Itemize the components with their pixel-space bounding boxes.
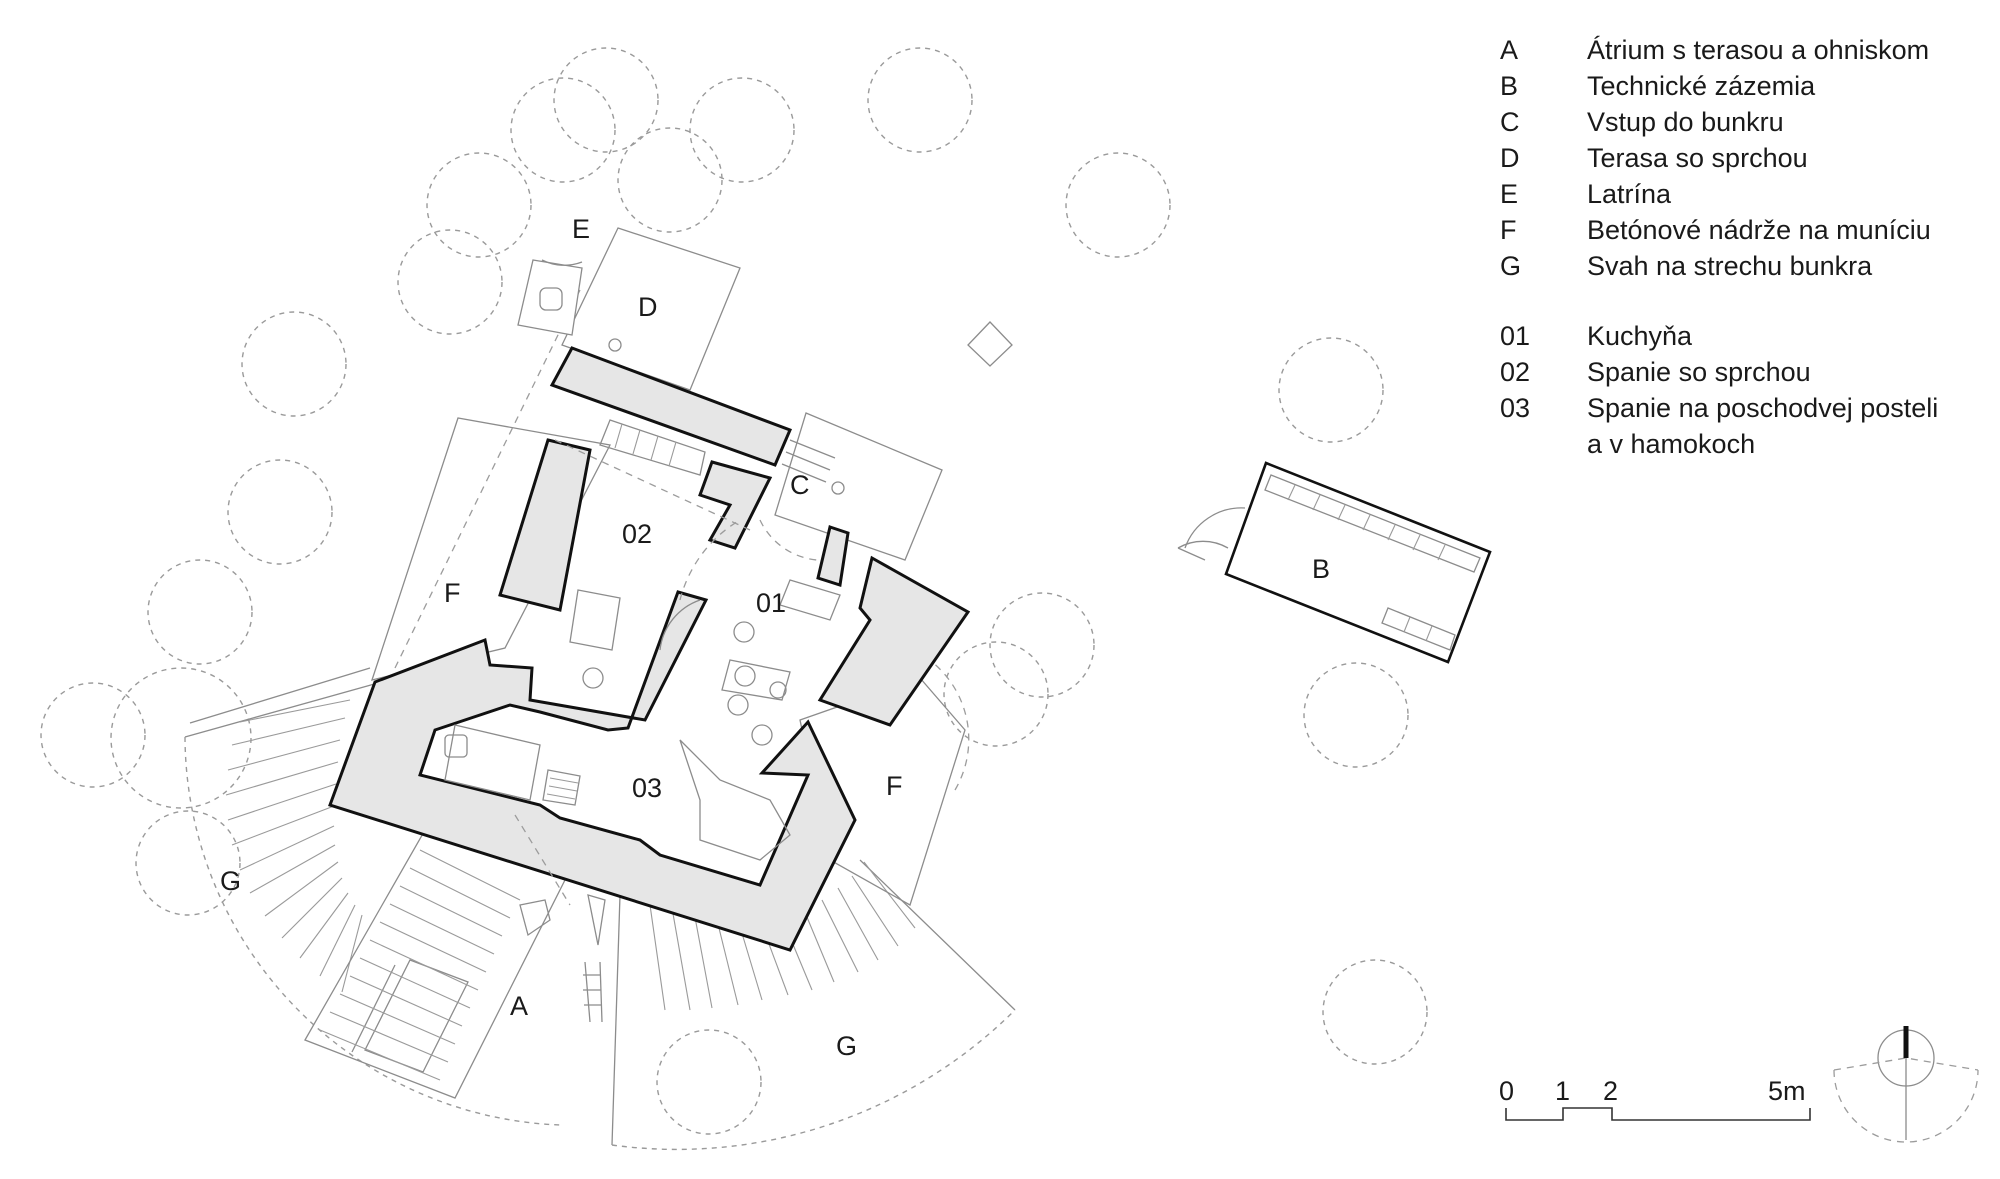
atrium-terrace: [304, 829, 606, 1099]
legend-label: Latrína: [1587, 179, 1672, 209]
legend-label: Átrium s terasou a ohniskom: [1587, 35, 1929, 65]
legend-label: Kuchyňa: [1587, 321, 1693, 351]
zone-label-d: D: [638, 292, 658, 322]
scale-tick-label: 2: [1603, 1076, 1618, 1106]
legend-label: Vstup do bunkru: [1587, 107, 1784, 137]
latrine-e: [517, 259, 583, 336]
slope-g-left: [184, 667, 561, 1126]
room-label-01: 01: [756, 588, 786, 618]
survey-marker: [967, 321, 1013, 367]
tech-building-b: [1177, 461, 1492, 664]
legend-key: F: [1500, 215, 1517, 245]
legend-label-continuation: a v hamokoch: [1587, 429, 1755, 459]
tree-canopies: [40, 47, 1428, 1135]
north-arrow-icon: [1833, 1026, 1979, 1143]
zone-label-f-right: F: [886, 771, 903, 801]
zone-label-a: A: [510, 991, 528, 1021]
bunker-walls: [328, 346, 971, 952]
legend-label: Technické zázemia: [1587, 71, 1816, 101]
scale-tick-label: 1: [1555, 1076, 1570, 1106]
zone-label-f-left: F: [444, 578, 461, 608]
entrance-c: [759, 412, 943, 561]
zone-label-e: E: [572, 214, 590, 244]
legend-key: 02: [1500, 357, 1530, 387]
legend-key: A: [1500, 35, 1518, 65]
legend-key: C: [1500, 107, 1520, 137]
zone-label-g-left: G: [220, 866, 241, 896]
legend-label: Spanie so sprchou: [1587, 357, 1811, 387]
terrace-d: [561, 227, 741, 391]
legend-key: 03: [1500, 393, 1530, 423]
legend-label: Svah na strechu bunkra: [1587, 251, 1873, 281]
zone-label-g-bottom: G: [836, 1031, 857, 1061]
zone-label-b: B: [1312, 554, 1330, 584]
scale-tick-label: 5m: [1768, 1076, 1806, 1106]
bunker-interior: [444, 419, 841, 906]
legend-key: E: [1500, 179, 1518, 209]
legend-label: Terasa so sprchou: [1587, 143, 1808, 173]
zone-label-c: C: [790, 470, 810, 500]
legend-key: D: [1500, 143, 1520, 173]
legend-label: Spanie na poschodvej posteli: [1587, 393, 1938, 423]
scale-tick-label: 0: [1499, 1076, 1514, 1106]
legend-label: Betónové nádrže na muníciu: [1587, 215, 1931, 245]
room-label-03: 03: [632, 773, 662, 803]
legend: A Átrium s terasou a ohniskom B Technick…: [1500, 35, 1938, 459]
room-label-02: 02: [622, 519, 652, 549]
legend-key: G: [1500, 251, 1521, 281]
legend-key: 01: [1500, 321, 1530, 351]
scale-bar: 0 1 2 5m: [1499, 1076, 1811, 1121]
legend-key: B: [1500, 71, 1518, 101]
